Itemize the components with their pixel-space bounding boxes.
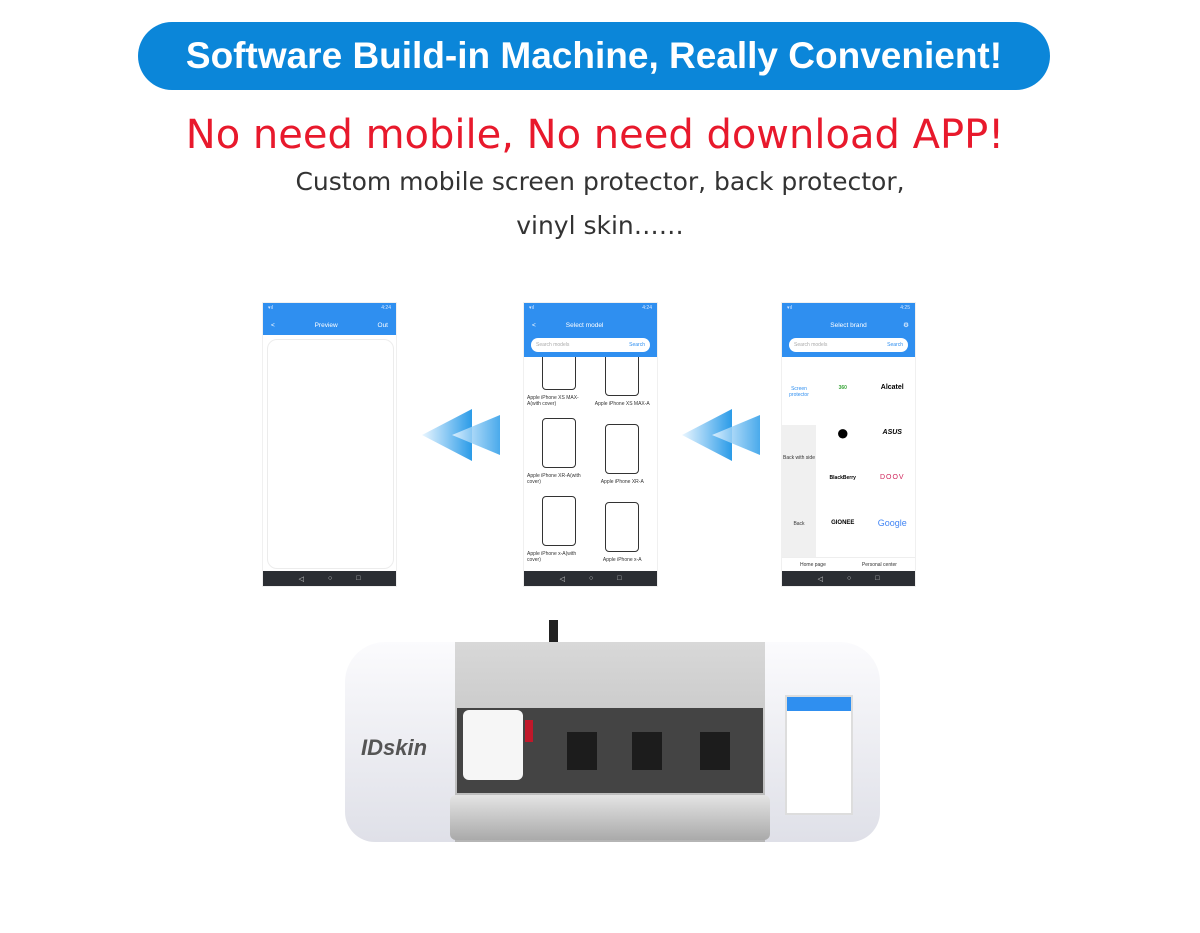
brand-asus[interactable]: ASUS [882,429,902,436]
category-screen-protector[interactable]: Screen protector [789,386,809,398]
back-button[interactable]: < [532,321,536,329]
category-sidebar: Screen protector Back with side Back [782,359,816,557]
model-item[interactable]: Apple iPhone x-A [591,489,655,567]
brand-doov[interactable]: DOOV [879,474,905,481]
tab-home-page[interactable]: Home page [800,561,826,568]
home-nav-icon[interactable]: ○ [327,575,333,582]
machine-logo: IDskin [361,735,428,760]
arrow-left-icon [682,409,760,461]
description-line-1: Custom mobile screen protector, back pro… [295,167,905,196]
tab-personal-center[interactable]: Personal center [861,561,897,568]
settings-icon[interactable]: ⚙ [903,322,909,329]
home-nav-icon[interactable]: ○ [588,575,594,582]
banner-title: Software Build-in Machine, Really Conven… [185,35,1003,76]
category-back-with-side[interactable]: Back with side [782,425,816,491]
android-nav-bar: ◁ ○ □ [263,571,396,586]
back-nav-icon[interactable]: ◁ [298,575,304,583]
back-button[interactable]: < [271,321,275,329]
back-nav-icon[interactable]: ◁ [559,575,565,583]
arrow-left-icon [422,409,500,461]
category-back[interactable]: Back [782,491,816,557]
search-button[interactable]: Search [887,342,903,348]
screen-title: Select brand [830,321,867,329]
brand-google[interactable]: Google [877,517,907,528]
screen-title: Select model [565,321,604,329]
search-button[interactable]: Search [629,342,645,348]
recent-nav-icon[interactable]: □ [617,575,622,582]
model-item[interactable]: Apple iPhone XR-A [591,411,655,489]
protector-outline [267,339,394,569]
model-item[interactable]: Apple iPhone x-A(with cover) [527,489,591,567]
out-button[interactable]: Out [377,321,388,329]
recent-nav-icon[interactable]: □ [356,575,361,582]
description-line-2: vinyl skin…… [516,211,684,240]
brand-blackberry[interactable]: BlackBerry [829,474,856,481]
banner: Software Build-in Machine, Really Conven… [138,22,1050,90]
back-nav-icon[interactable]: ◁ [817,575,823,583]
cutting-machine: IDskin [345,620,880,850]
model-item[interactable]: Apple iPhone XR-A(with cover) [527,411,591,489]
machine-touchscreen[interactable] [785,695,853,815]
brand-apple[interactable]: ● [818,410,868,455]
brand-gionee[interactable]: GIONEE [831,519,855,526]
apple-logo-icon: ● [836,419,850,445]
recent-nav-icon[interactable]: □ [875,575,880,582]
brand-alcatel[interactable]: Alcatel [880,384,904,391]
headline: No need mobile, No need download APP! [185,112,1005,158]
screen-title: Preview [314,321,338,329]
brand-360[interactable]: 360 [838,384,847,391]
home-nav-icon[interactable]: ○ [846,575,852,582]
